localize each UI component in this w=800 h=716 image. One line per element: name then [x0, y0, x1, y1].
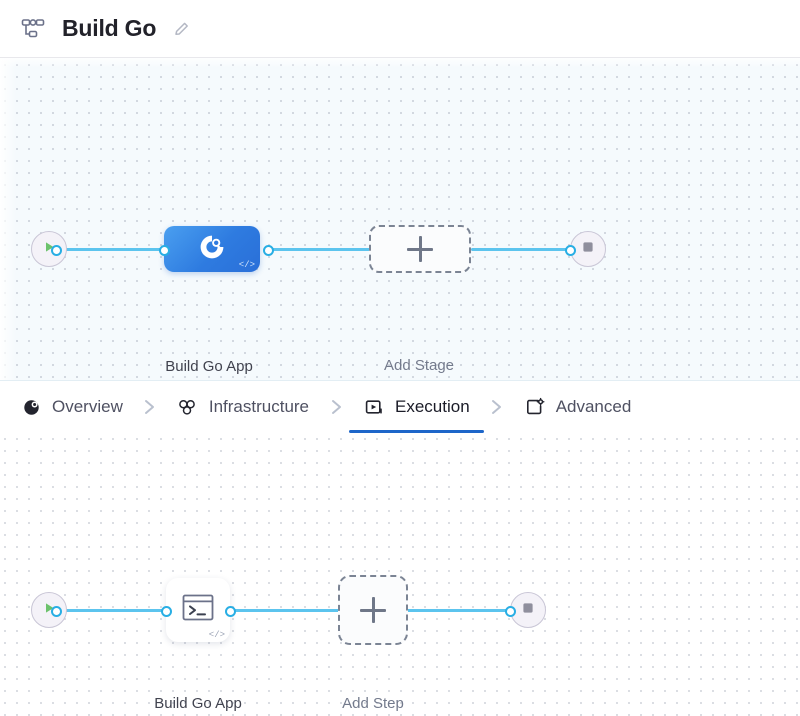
infrastructure-icon [177, 396, 199, 418]
stage-output-port[interactable] [263, 245, 274, 256]
play-icon [41, 600, 57, 621]
stage-graph: </> Build Go App Add Stage [0, 58, 800, 380]
stop-icon [580, 239, 596, 260]
advanced-icon [524, 396, 546, 418]
plus-icon [360, 597, 386, 623]
edge-addstep-to-end [406, 609, 518, 612]
step-input-port[interactable] [161, 606, 172, 617]
pencil-icon[interactable] [172, 19, 192, 39]
edge-start-to-step [56, 609, 166, 612]
execution-canvas[interactable]: </> Build Go App Add Step [0, 433, 800, 716]
tab-execution-label: Execution [395, 397, 470, 416]
execution-icon [363, 396, 385, 418]
tab-infrastructure-label: Infrastructure [208, 397, 310, 416]
add-stage-button[interactable] [369, 225, 471, 273]
code-badge-icon: </> [208, 630, 225, 640]
pipeline-end-node[interactable] [570, 231, 606, 267]
edge-step-to-addstep [230, 609, 340, 612]
execution-end-node[interactable] [510, 592, 546, 628]
code-badge-icon: </> [238, 260, 255, 270]
stage-node-label: Build Go App [165, 358, 253, 375]
tab-overview-label: Overview [52, 397, 123, 416]
page-title: Build Go [62, 15, 157, 41]
end-input-port[interactable] [565, 245, 576, 256]
tab-advanced-label: Advanced [555, 397, 632, 416]
step-output-port[interactable] [225, 606, 236, 617]
add-step-button[interactable] [338, 575, 408, 645]
stop-icon [520, 600, 536, 621]
chevron-right-icon [123, 397, 177, 417]
step-node-label: Build Go App [154, 695, 242, 712]
step-node-build-go-app[interactable]: </> [166, 578, 230, 642]
stage-input-port[interactable] [159, 245, 170, 256]
execution-graph: </> Build Go App Add Step [0, 433, 800, 716]
chevron-right-icon [470, 397, 524, 417]
tab-infrastructure[interactable]: Infrastructure [177, 381, 309, 433]
start-output-port[interactable] [51, 245, 62, 256]
terminal-icon [181, 593, 215, 628]
plus-icon [407, 236, 433, 262]
edge-start-to-stage [56, 248, 168, 251]
stage-node-build-go-app[interactable]: </> [164, 226, 260, 272]
pipeline-icon [18, 14, 48, 44]
page-header: Build Go [0, 0, 800, 58]
tab-advanced[interactable]: Advanced [524, 381, 632, 433]
pipeline-tabbar: Overview Infrastructure [0, 380, 800, 433]
execution-end-input-port[interactable] [505, 606, 516, 617]
execution-start-output-port[interactable] [51, 606, 62, 617]
play-icon [41, 239, 57, 260]
edge-stage-to-addstage [268, 248, 370, 251]
tab-overview[interactable]: Overview [20, 381, 123, 433]
overview-icon [20, 396, 42, 418]
chevron-right-icon [309, 397, 363, 417]
build-stage-icon [198, 233, 226, 266]
edge-addstage-to-end [471, 248, 579, 251]
add-stage-label: Add Stage [383, 357, 455, 374]
stage-canvas[interactable]: </> Build Go App Add Stage [0, 58, 800, 380]
tab-execution[interactable]: Execution [349, 381, 484, 433]
add-step-label: Add Step [342, 695, 404, 712]
